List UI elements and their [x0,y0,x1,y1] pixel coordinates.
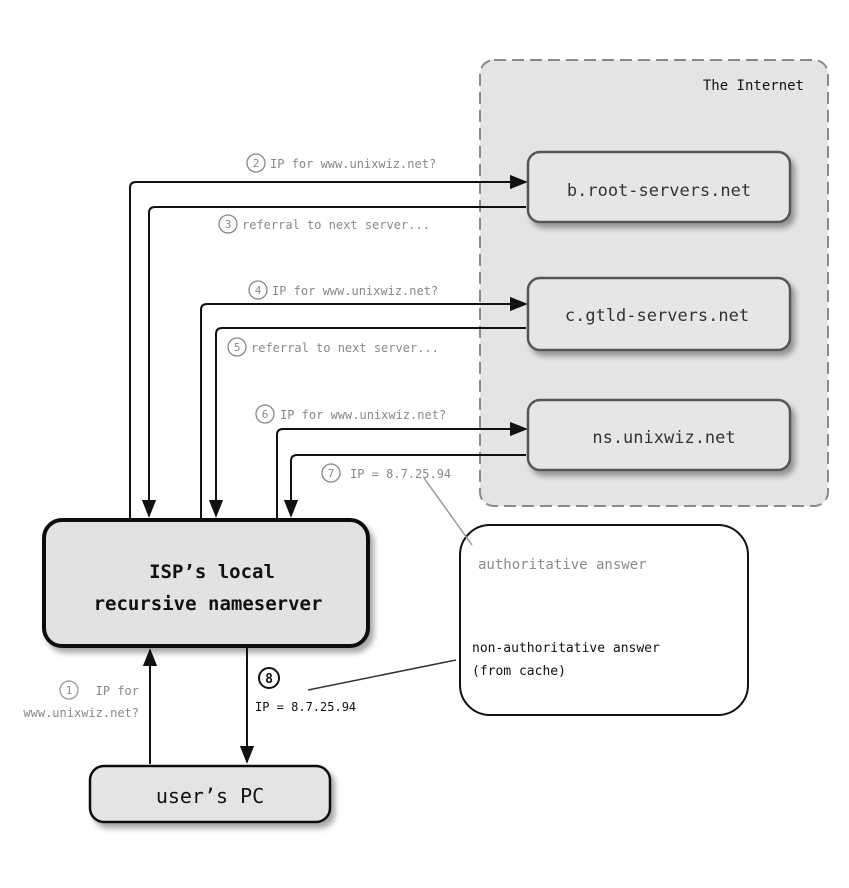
step-4-text: IP for www.unixwiz.net? [272,284,438,298]
step-6-label: 6 IP for www.unixwiz.net? [255,404,446,424]
step-3-number: 3 [225,218,232,231]
step-7-number: 7 [328,467,335,480]
callout-non-authoritative-line2: (from cache) [472,664,566,679]
step-1-text-line2: www.unixwiz.net? [23,706,139,720]
step-8-label: 8 IP = 8.7.25.94 [255,667,356,714]
step-1-number: 1 [66,684,73,697]
authoritative-server-label: ns.unixwiz.net [592,428,735,448]
callout-box: authoritative answer non-authoritative a… [459,524,749,716]
step-4-label: 4 IP for www.unixwiz.net? [248,280,438,300]
leader-line-cached [307,659,457,691]
step-6-text: IP for www.unixwiz.net? [280,408,446,422]
arrow-step-4 [200,296,528,520]
client-box: user’s PC [88,764,332,824]
step-4-number: 4 [255,284,262,297]
arrow-step-3 [141,206,526,518]
step-2-number: 2 [253,157,260,170]
step-1-label: 1 IP for www.unixwiz.net? [23,680,139,720]
resolver-label-line2: recursive nameserver [94,593,323,615]
internet-region-title: The Internet [703,78,804,94]
step-2-text: IP for www.unixwiz.net? [270,157,436,171]
step-8-number: 8 [265,672,273,687]
step-3-label: 3 referral to next server... [218,214,430,234]
arrow-step-2 [129,174,528,520]
gtld-server-box: c.gtld-servers.net [526,276,792,352]
step-7-label: 7 IP = 8.7.25.94 [321,463,451,483]
resolver-box: ISP’s local recursive nameserver [42,518,370,648]
root-server-label: b.root-servers.net [567,181,751,201]
step-5-label: 5 referral to next server... [227,337,439,357]
resolver-label-line1: ISP’s local [149,561,275,583]
arrow-step-5 [208,327,526,518]
arrow-step-7 [283,454,526,518]
step-3-text: referral to next server... [242,218,430,232]
step-1-text-line1: IP for [96,684,139,698]
step-8-text: IP = 8.7.25.94 [255,700,356,714]
callout-authoritative: authoritative answer [478,557,647,573]
step-7-text: IP = 8.7.25.94 [350,467,451,481]
gtld-server-label: c.gtld-servers.net [565,306,749,326]
step-5-text: referral to next server... [251,341,439,355]
root-server-box: b.root-servers.net [526,150,792,224]
step-6-number: 6 [262,408,269,421]
callout-non-authoritative-line1: non-authoritative answer [472,641,660,656]
authoritative-server-box: ns.unixwiz.net [526,398,792,472]
step-5-number: 5 [234,341,241,354]
client-label: user’s PC [156,784,264,808]
step-2-label: 2 IP for www.unixwiz.net? [246,153,436,173]
leader-line-authoritative [423,477,473,546]
arrow-step-6 [276,421,528,520]
